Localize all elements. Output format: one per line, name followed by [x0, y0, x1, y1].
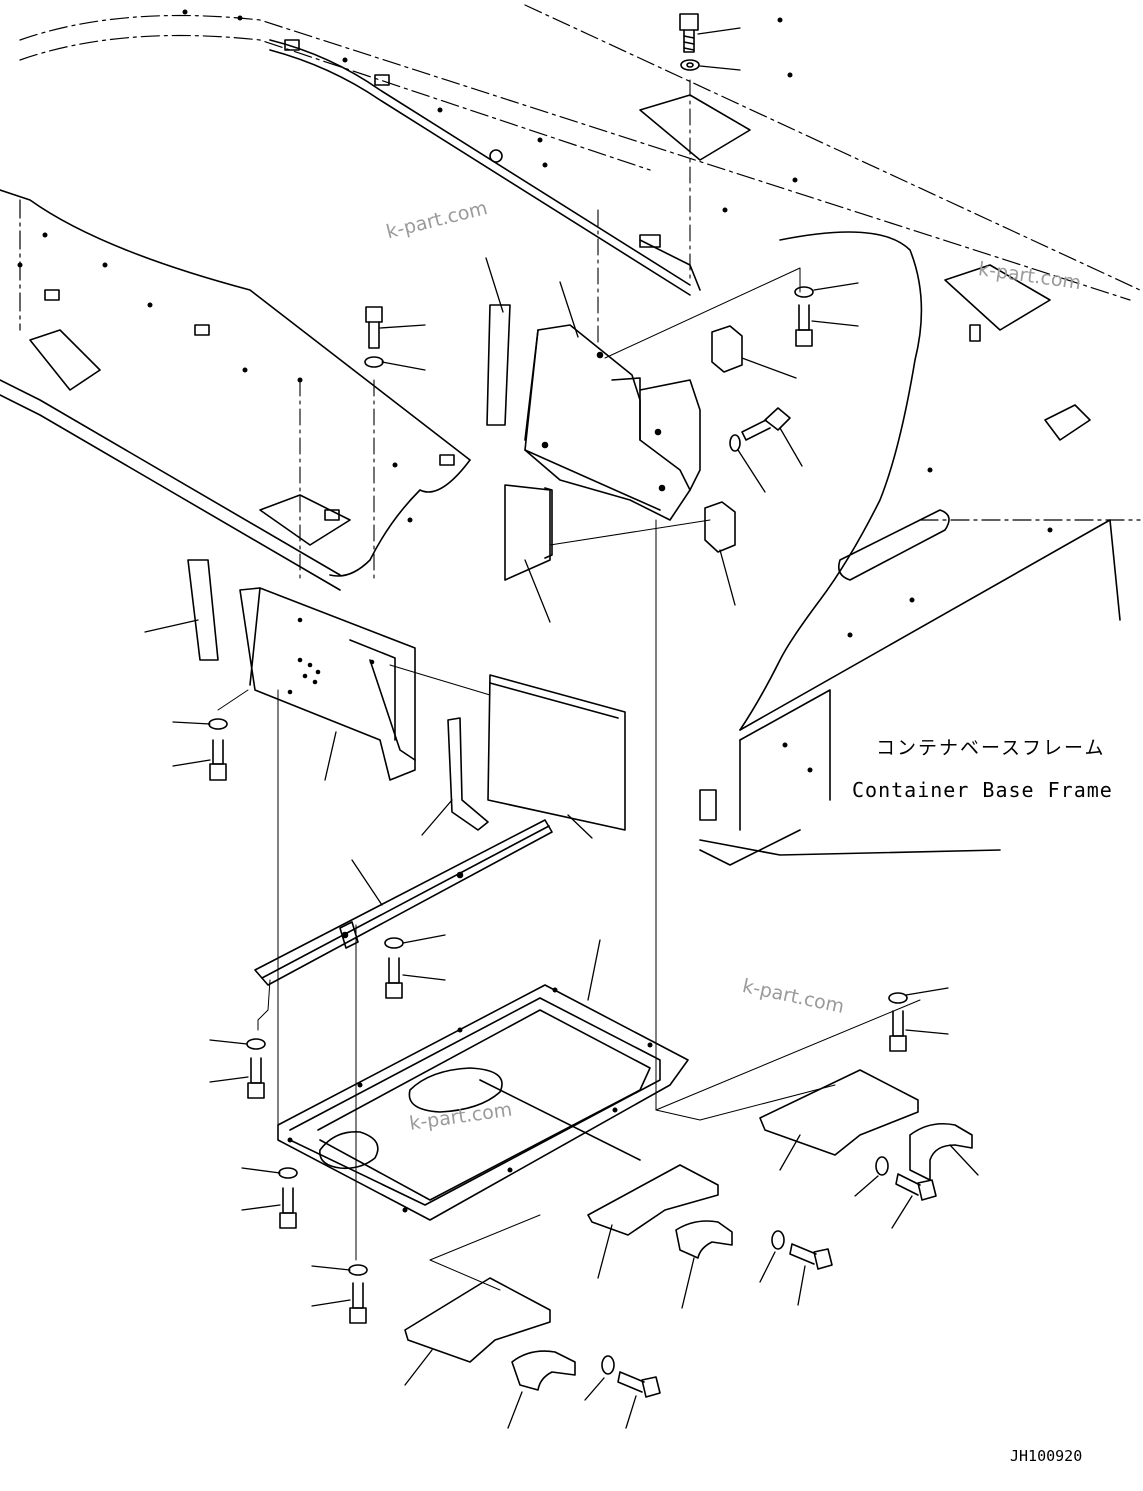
washer-icon	[384, 937, 404, 949]
washer-icon	[208, 356, 384, 730]
drawing-code: JH100920	[1010, 1447, 1083, 1465]
frame-label-english: Container Base Frame	[852, 778, 1113, 802]
bolt-icon	[385, 957, 403, 999]
clamp-icon	[704, 325, 743, 553]
washer-icon	[601, 1156, 889, 1375]
frame-label-japanese: コンテナベースフレーム	[876, 737, 1106, 759]
bolt-icon	[795, 304, 813, 347]
bolt-icon	[247, 1010, 907, 1324]
connector-lines	[217, 267, 921, 1291]
center-lines	[299, 79, 691, 581]
bolt-icon	[617, 1173, 937, 1398]
bracket-icon	[404, 1069, 919, 1363]
washer-icon	[680, 59, 700, 71]
leader-lines	[144, 27, 979, 1429]
washer-icon	[729, 286, 814, 452]
container-base-frame	[0, 4, 1141, 866]
bolt-icon	[365, 306, 383, 349]
bracket-icon	[239, 587, 416, 781]
bracket-icon	[524, 324, 701, 521]
bracket-icon	[447, 717, 489, 831]
rail-bar	[254, 819, 553, 986]
plate-icon	[486, 304, 553, 581]
clamp-icon	[511, 1122, 973, 1391]
base-tray	[277, 984, 689, 1221]
washer-icon	[246, 992, 908, 1276]
bolt-icon	[679, 13, 699, 53]
bolt-icon	[209, 739, 227, 781]
bolt-icon	[741, 407, 791, 441]
plate-icon	[187, 559, 626, 831]
